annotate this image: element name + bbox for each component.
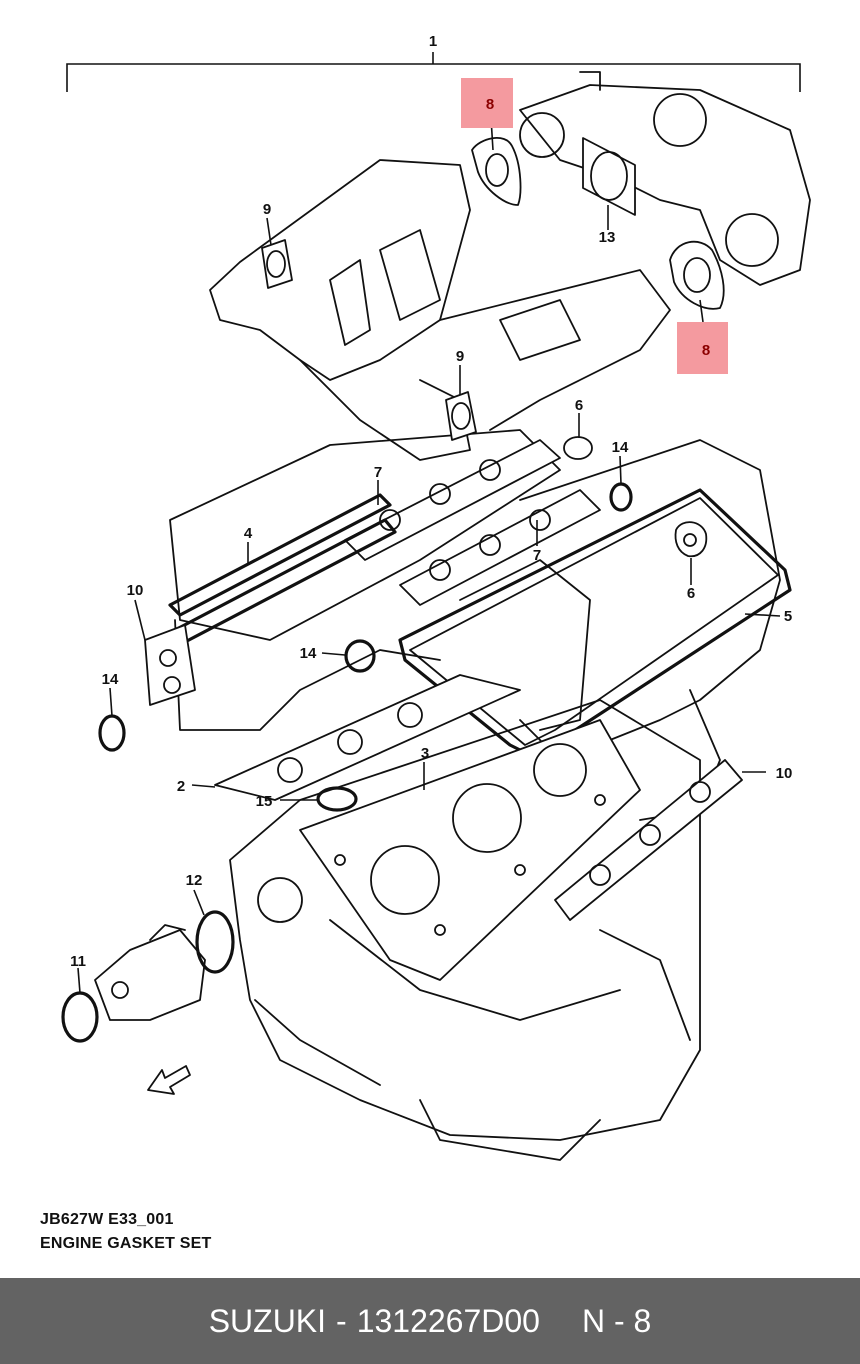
gasket-3 xyxy=(299,719,641,981)
callout-12: 12 xyxy=(186,872,203,889)
brand-separator: - xyxy=(336,1302,347,1339)
exploded-parts-diagram: 1 2 3 4 5 6 6 7 7 8 8 9 9 10 10 11 12 13… xyxy=(61,33,811,1161)
callout-10-left: 10 xyxy=(127,582,144,599)
leader-lines xyxy=(77,117,781,994)
gasket-7-right xyxy=(399,489,601,606)
engine-block xyxy=(229,699,701,1161)
diagram-title: ENGINE GASKET SET xyxy=(40,1235,212,1252)
callout-4: 4 xyxy=(244,525,253,542)
callout-6-upper: 6 xyxy=(575,397,583,414)
callout-3: 3 xyxy=(421,745,429,762)
water-pump-housing xyxy=(94,924,206,1021)
brand-label: SUZUKI xyxy=(208,1302,327,1339)
gasket-9-lower xyxy=(445,391,477,441)
gasket-15 xyxy=(316,786,358,812)
part-number: 1312267D00 xyxy=(356,1302,540,1339)
callout-1: 1 xyxy=(429,33,437,50)
callout-8-upper: 8 xyxy=(486,96,494,113)
gasket-10-left xyxy=(144,624,196,706)
gasket-6-upper xyxy=(563,436,593,460)
highlight-8-lower xyxy=(677,322,728,374)
gasket-4 xyxy=(168,493,397,644)
gasket-11 xyxy=(61,991,99,1043)
diagram-code: JB627W E33_001 xyxy=(40,1211,174,1228)
highlight-8-upper xyxy=(461,78,513,128)
gasket-6-lower xyxy=(674,521,708,558)
callout-15: 15 xyxy=(256,793,273,810)
gasket-2 xyxy=(214,674,521,801)
front-arrow-icon xyxy=(147,1065,191,1095)
callout-6-lower: 6 xyxy=(687,585,695,602)
callout-5: 5 xyxy=(784,608,792,625)
intake-manifold xyxy=(209,159,671,461)
gasket-13 xyxy=(582,137,636,216)
gasket-14-left xyxy=(98,714,126,752)
gasket-14-top xyxy=(609,482,633,512)
gasket-8-lower xyxy=(669,240,725,310)
callout-14-top: 14 xyxy=(612,439,629,456)
reference-number: N - 8 xyxy=(581,1302,652,1339)
callout-14-left: 14 xyxy=(102,671,119,688)
set-bracket xyxy=(66,52,801,92)
gasket-12 xyxy=(195,910,235,974)
callout-7-upper: 7 xyxy=(374,464,382,481)
callout-7-lower: 7 xyxy=(533,547,541,564)
callout-13: 13 xyxy=(599,229,616,246)
callout-9-lower: 9 xyxy=(456,348,464,365)
gasket-10-right xyxy=(554,759,743,921)
gasket-7-left xyxy=(344,439,561,561)
gasket-14-mid xyxy=(344,639,376,673)
exhaust-manifold xyxy=(519,71,811,286)
gasket-9-upper xyxy=(261,239,293,289)
gasket-8-upper xyxy=(471,137,522,206)
callout-8-lower: 8 xyxy=(702,342,710,359)
callout-numbers: 1 2 3 4 5 6 6 7 7 8 8 9 9 10 10 11 12 13… xyxy=(70,33,792,970)
callout-10-right: 10 xyxy=(776,765,793,782)
callout-14-mid: 14 xyxy=(300,645,317,662)
callout-11: 11 xyxy=(70,953,86,970)
callout-9-upper: 9 xyxy=(263,201,271,218)
callout-2: 2 xyxy=(177,778,185,795)
part-footer-bar: SUZUKI - 1312267D00 N - 8 xyxy=(0,1278,860,1364)
